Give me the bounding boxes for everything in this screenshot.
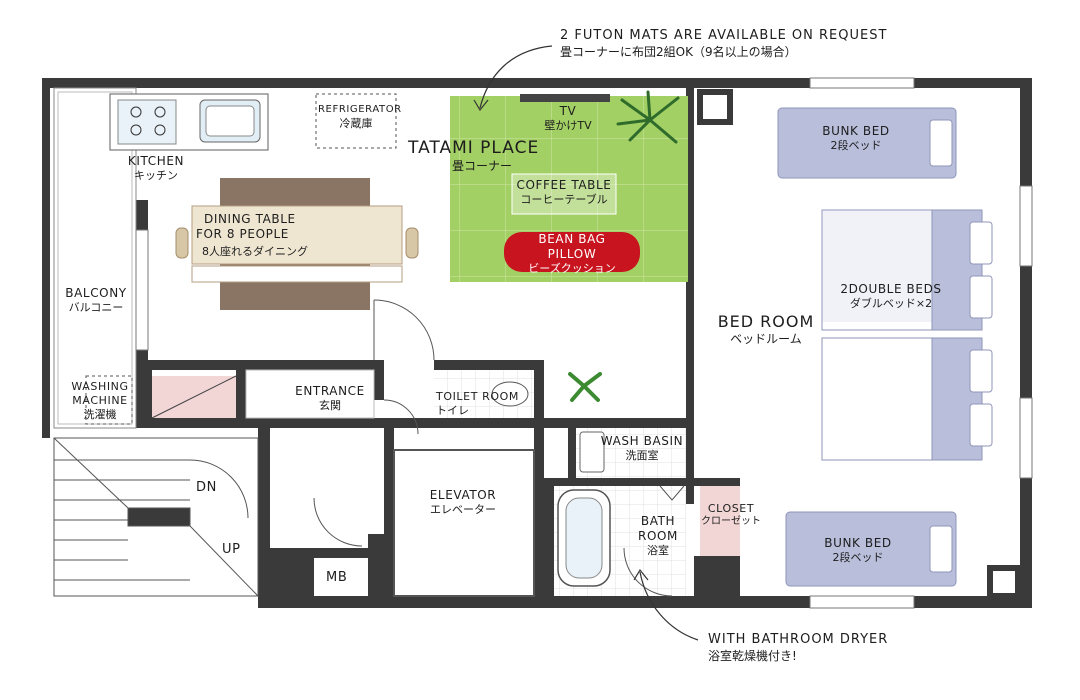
toilet-label: TOILET ROOM トイレ: [436, 390, 536, 418]
coffee-table-label-jp: コーヒーテーブル: [520, 193, 608, 206]
washing-label-en2: MACHINE: [72, 393, 128, 407]
dryer-note: WITH BATHROOM DRYER 浴室乾燥機付き!: [708, 632, 888, 664]
kitchen-label: KITCHEN キッチン: [116, 154, 196, 183]
kitchen-label-en: KITCHEN: [127, 154, 185, 168]
dryer-note-jp: 浴室乾燥機付き!: [708, 648, 797, 663]
bunk-top-label-jp: 2段ベッド: [830, 139, 882, 152]
coffee-table-label-en: COFFEE TABLE: [516, 178, 612, 192]
entrance-label: ENTRANCE 玄関: [284, 384, 376, 413]
beds: [777, 107, 993, 587]
washing-machine-label: WASHING MACHINE 洗濯機: [62, 380, 138, 421]
kitchen-counter: [109, 93, 269, 151]
washing-label-jp: 洗濯機: [83, 407, 117, 421]
bath-label-jp: 浴室: [647, 544, 669, 557]
closet-label-jp: クローゼット: [701, 515, 761, 527]
small-plant-icon: [568, 372, 602, 402]
washing-label-en1: WASHING: [71, 380, 129, 393]
coffee-table-label: COFFEE TABLE コーヒーテーブル: [506, 178, 622, 207]
toilet-label-en: TOILET ROOM: [436, 390, 519, 403]
dining-label: DINING TABLE FOR 8 PEOPLE 8人座れるダイニング: [196, 212, 346, 259]
refrigerator-label-en: REFRIGERATOR: [318, 104, 402, 115]
coffee-table: [511, 173, 617, 215]
tatami-label-jp: 畳コーナー: [452, 159, 513, 174]
double-label-en: 2DOUBLE BEDS: [840, 282, 942, 296]
bunk-bottom-label-en: BUNK BED: [824, 536, 892, 550]
bean-bag-label: BEAN BAG PILLOW ビーズクッション: [516, 232, 628, 276]
entrance-label-en: ENTRANCE: [295, 384, 365, 398]
tv-label-jp: 壁かけTV: [544, 119, 592, 132]
tatami-label: TATAMI PLACE 畳コーナー: [408, 138, 558, 174]
wall-tv: [520, 94, 610, 102]
dining-table: [175, 178, 419, 310]
bath-label-en2: ROOM: [638, 529, 678, 543]
bunk-bed-top-label: BUNK BED 2段ベッド: [796, 124, 916, 153]
bean-bag-pillow: [504, 232, 640, 272]
elevator-shaft: [393, 449, 535, 597]
closet-label-en: CLOSET: [707, 502, 755, 515]
refrigerator-label: REFRIGERATOR 冷蔵庫: [318, 104, 402, 130]
balcony-label-jp: バルコニー: [68, 301, 124, 314]
tv-label-en: TV: [559, 104, 577, 118]
plant-icon: [616, 90, 680, 144]
closet-area: [700, 486, 740, 556]
windows: [135, 77, 1033, 609]
balcony-label-en: BALCONY: [65, 286, 127, 300]
elevator-label-en: ELEVATOR: [429, 488, 497, 502]
bunk-bed-bottom-label: BUNK BED 2段ベッド: [798, 536, 918, 565]
kitchen-label-jp: キッチン: [134, 169, 178, 182]
toilet-label-jp: トイレ: [436, 403, 469, 417]
dining-label-jp: 8人座れるダイニング: [202, 245, 308, 258]
balcony-label: BALCONY バルコニー: [58, 286, 134, 315]
elevator-label: ELEVATOR エレベーター: [408, 488, 518, 517]
closet-label: CLOSET クローゼット: [696, 502, 766, 528]
tatami-label-en: TATAMI PLACE: [408, 138, 540, 158]
entrance-label-jp: 玄関: [319, 399, 341, 412]
washing-machine: [85, 375, 133, 425]
bedroom-label-jp: ベッドルーム: [730, 332, 802, 346]
mb-label: MB: [326, 570, 348, 585]
double-beds-label: 2DOUBLE BEDS ダブルベッド×2: [826, 282, 956, 311]
refrigerator-label-jp: 冷蔵庫: [339, 116, 373, 130]
stairs-up-label: UP: [222, 542, 241, 557]
bunk-top-label-en: BUNK BED: [822, 124, 890, 138]
wash-basin-label: WASH BASIN 洗面室: [596, 434, 688, 463]
bean-bag-label-en1: BEAN BAG: [538, 232, 606, 246]
dining-label-en1: DINING TABLE: [204, 212, 296, 226]
double-label-jp: ダブルベッド×2: [849, 297, 933, 310]
futon-note-jp: 畳コーナーに布団2組OK（9名以上の場合）: [560, 44, 797, 59]
wash-basin-label-en: WASH BASIN: [600, 434, 684, 448]
bedroom-label: BED ROOM ベッドルーム: [706, 312, 826, 347]
bean-bag-label-en2: PILLOW: [547, 247, 597, 261]
futon-note: 2 FUTON MATS ARE AVAILABLE ON REQUEST 畳コ…: [560, 28, 887, 60]
dryer-note-en: WITH BATHROOM DRYER: [708, 632, 889, 647]
bean-bag-label-jp: ビーズクッション: [528, 262, 616, 275]
annotation-arrows: [473, 45, 699, 641]
refrigerator-box: [315, 93, 397, 149]
bath-room-label: BATH ROOM 浴室: [628, 514, 688, 558]
door-swings: [189, 299, 685, 597]
dining-label-en2: FOR 8 PEOPLE: [196, 227, 289, 241]
bedroom-label-en: BED ROOM: [717, 312, 815, 331]
elevator-label-jp: エレベーター: [430, 503, 496, 516]
staircase: [53, 437, 259, 597]
bunk-bottom-label-jp: 2段ベッド: [832, 551, 884, 564]
stairs-down-label: DN: [196, 480, 217, 495]
futon-note-en: 2 FUTON MATS ARE AVAILABLE ON REQUEST: [560, 28, 888, 43]
bath-label-en1: BATH: [640, 514, 676, 528]
tv-label: TV 壁かけTV: [526, 104, 610, 133]
wash-basin-label-jp: 洗面室: [625, 449, 659, 462]
